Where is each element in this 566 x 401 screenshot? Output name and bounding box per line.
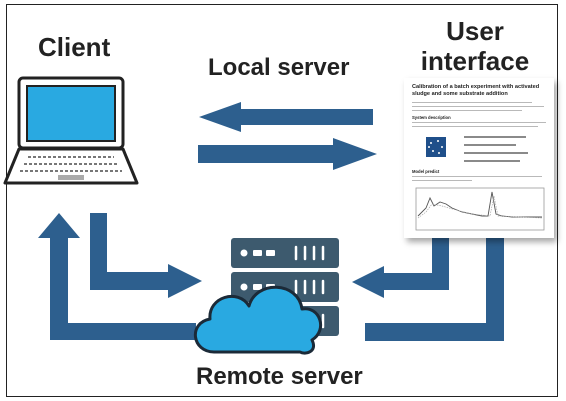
document-section-heading-2: Model predict [412,169,440,174]
client-label: Client [38,32,111,62]
document-equations [426,136,528,162]
diagram-border [6,4,558,397]
arrow-client-to-remote [90,213,202,298]
arrow-remote-to-client [38,213,196,340]
user-interface-document: Calibration of a batch experiment with a… [404,78,554,238]
cloud-icon [193,285,323,355]
arrow-ui-to-remote [352,236,449,298]
user-interface-label: User interface [420,16,530,76]
local-server-arrows [198,102,377,170]
arrow-to-user-interface [198,138,377,170]
remote-server-label: Remote server [196,363,363,390]
arrow-to-client [199,102,373,132]
local-server-label: Local server [208,54,350,81]
document-title: Calibration of a batch experiment with a… [412,84,540,97]
document-section-heading: System description [412,115,451,120]
laptop-icon [3,76,139,185]
document-plot [415,187,545,231]
